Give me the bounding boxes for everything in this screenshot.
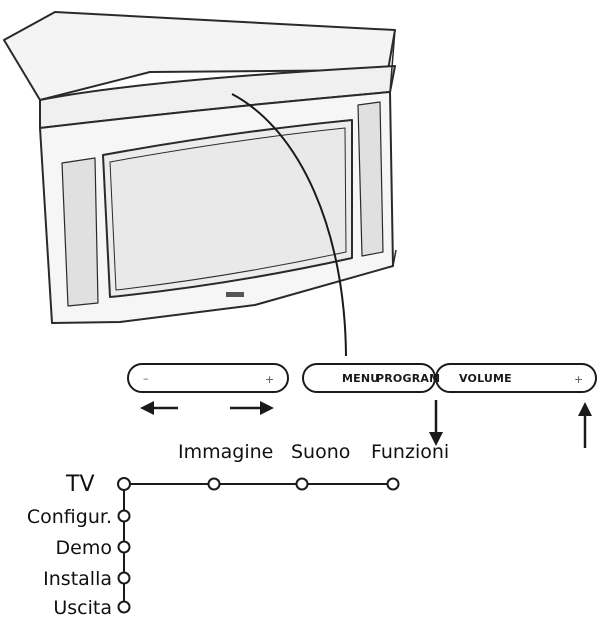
arrow-up-icon [578, 402, 592, 448]
submenu-label-suono: Suono [291, 441, 350, 463]
program-label: PROGRAM [376, 372, 440, 385]
program-control-pill[interactable]: PROGRAM VOLUME + [376, 363, 597, 393]
menu-button-label: MENU [342, 372, 379, 385]
arrows [140, 400, 592, 448]
menu-item-node-installa[interactable] [117, 571, 131, 585]
menu-item-label-installa: Installa [43, 568, 112, 590]
tv-rear-housing [3, 11, 396, 101]
arrow-left-icon [140, 401, 178, 415]
volume-plus-label: + [265, 373, 274, 386]
tv-connector-curve [231, 93, 347, 357]
menu-root-label: TV [65, 472, 95, 497]
tv-control-bar: – + MENU PROGRAM VOLUME + [127, 363, 597, 393]
tv-screen-inner [109, 127, 347, 291]
volume-minus-label: – [143, 372, 149, 385]
volume-control-pill[interactable]: – + [127, 363, 289, 393]
submenu-label-immagine: Immagine [178, 441, 273, 463]
menu-tree: Immagine Suono Funzioni TV Configur. Dem… [27, 441, 449, 619]
tv-logo [226, 292, 244, 297]
menu-item-label-configur: Configur. [27, 506, 112, 528]
arrow-right-icon [230, 401, 274, 415]
program-plus-label: + [574, 373, 583, 386]
submenu-node-immagine[interactable] [207, 477, 221, 491]
tv-right-speaker [357, 101, 384, 257]
arrow-down-icon [429, 400, 443, 446]
menu-root-node[interactable] [117, 477, 131, 491]
volume-label: VOLUME [459, 372, 512, 385]
menu-item-label-demo: Demo [56, 537, 112, 559]
submenu-label-funzioni: Funzioni [371, 441, 449, 463]
menu-item-node-demo[interactable] [117, 540, 131, 554]
tv-side [389, 29, 397, 267]
submenu-node-suono[interactable] [295, 477, 309, 491]
menu-item-node-configur[interactable] [117, 509, 131, 523]
submenu-node-funzioni[interactable] [386, 477, 400, 491]
tv-left-speaker [61, 157, 99, 307]
menu-item-label-uscita: Uscita [53, 597, 112, 619]
tv-set-illustration [3, 11, 397, 324]
menu-item-node-uscita[interactable] [117, 600, 131, 614]
